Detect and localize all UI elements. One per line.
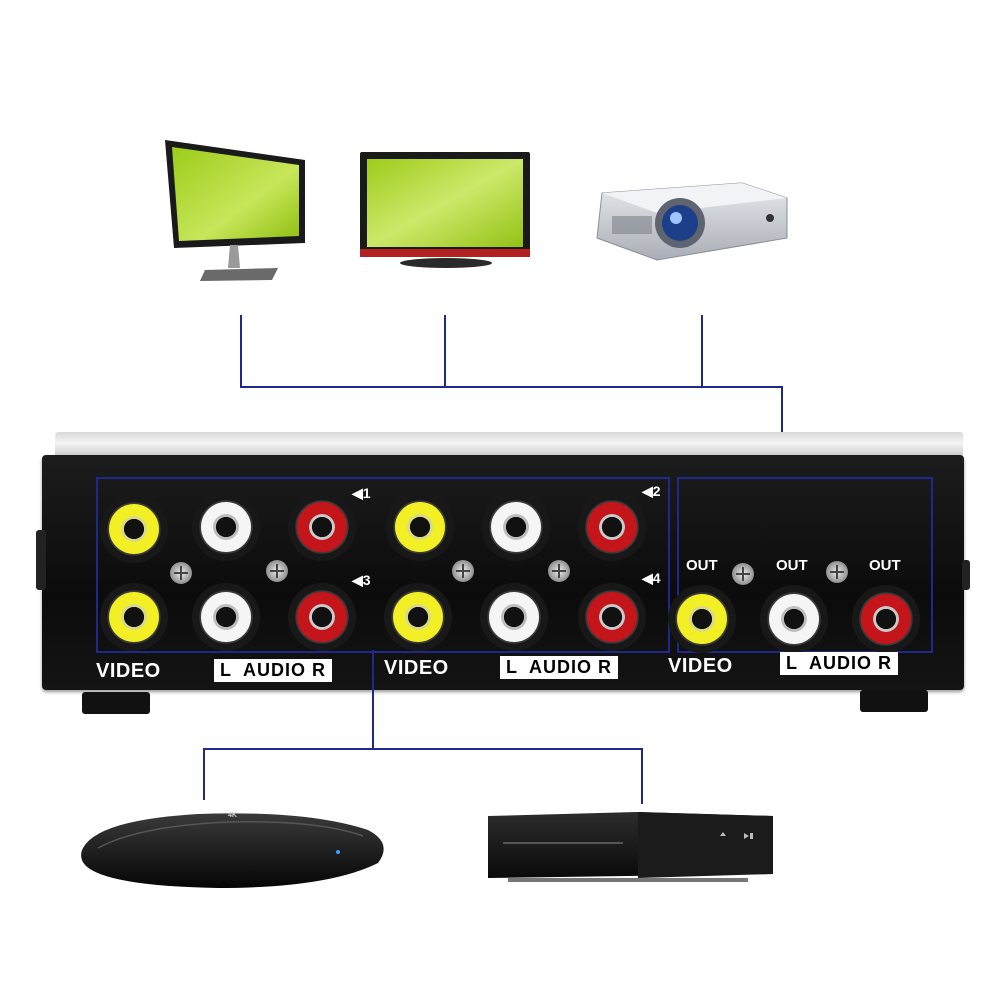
- panel-screw: [732, 563, 754, 585]
- input-2-audio-left-jack[interactable]: [482, 493, 550, 561]
- input-3-video-jack[interactable]: [100, 583, 168, 651]
- input-3-number: ◀3: [352, 572, 371, 588]
- input-4-number: ◀4: [642, 570, 661, 586]
- video-label-group-a: VIDEO: [96, 660, 161, 682]
- video-label-group-b: VIDEO: [384, 657, 449, 679]
- wire-media-box: [203, 748, 205, 800]
- wire-projector: [701, 315, 703, 387]
- input-4-video-jack[interactable]: [384, 583, 452, 651]
- dvd-player-icon: [488, 812, 776, 884]
- input-1-number-text: 1: [362, 485, 371, 501]
- side-knob-left: [36, 530, 46, 590]
- audio-label-group-a: L AUDIO R: [214, 659, 333, 682]
- flat-tv-icon: [360, 152, 532, 270]
- output-audio-left-label: OUT: [776, 557, 808, 574]
- panel-screw: [826, 561, 848, 583]
- input-1-video-jack[interactable]: [100, 495, 168, 563]
- input-group-frame: [96, 477, 670, 653]
- wire-monitor: [240, 315, 242, 387]
- audio-label-group-b: L AUDIO R: [500, 656, 619, 679]
- output-audio-right-jack[interactable]: [852, 585, 920, 653]
- computer-monitor-icon: [160, 135, 310, 285]
- video-label-output: VIDEO: [668, 655, 733, 677]
- output-video-label: OUT: [686, 557, 718, 574]
- rubber-foot-left: [82, 692, 150, 714]
- input-2-number: ◀2: [642, 483, 661, 499]
- wire-display-bus: [240, 386, 783, 388]
- projector-icon: [592, 178, 792, 270]
- panel-screw: [266, 560, 288, 582]
- input-4-audio-left-jack[interactable]: [480, 583, 548, 651]
- input-3-audio-right-jack[interactable]: [288, 583, 356, 651]
- panel-screw: [452, 560, 474, 582]
- media-box-logo: 4K: [228, 812, 237, 819]
- wire-from-inputs: [372, 650, 374, 750]
- input-1-number: ◀1: [352, 485, 371, 501]
- wire-dvd-player: [641, 748, 643, 804]
- wire-source-bus: [203, 748, 643, 750]
- media-box-icon: 4K: [78, 808, 388, 893]
- av-switch-front-panel: [42, 455, 964, 690]
- input-2-number-text: 2: [652, 483, 661, 499]
- input-3-audio-left-jack[interactable]: [192, 583, 260, 651]
- audio-label-output: L AUDIO R: [780, 652, 899, 675]
- rubber-foot-right: [860, 690, 928, 712]
- panel-screw: [548, 560, 570, 582]
- output-video-jack[interactable]: [668, 585, 736, 653]
- panel-screw: [170, 562, 192, 584]
- input-4-number-text: 4: [652, 570, 661, 586]
- input-4-audio-right-jack[interactable]: [578, 583, 646, 651]
- side-knob-right: [962, 560, 970, 590]
- input-1-audio-right-jack[interactable]: [288, 493, 356, 561]
- input-2-audio-right-jack[interactable]: [578, 493, 646, 561]
- input-3-number-text: 3: [362, 572, 371, 588]
- input-1-audio-left-jack[interactable]: [192, 493, 260, 561]
- wire-tv: [444, 315, 446, 387]
- output-audio-left-jack[interactable]: [760, 585, 828, 653]
- input-2-video-jack[interactable]: [386, 493, 454, 561]
- output-audio-right-label: OUT: [869, 557, 901, 574]
